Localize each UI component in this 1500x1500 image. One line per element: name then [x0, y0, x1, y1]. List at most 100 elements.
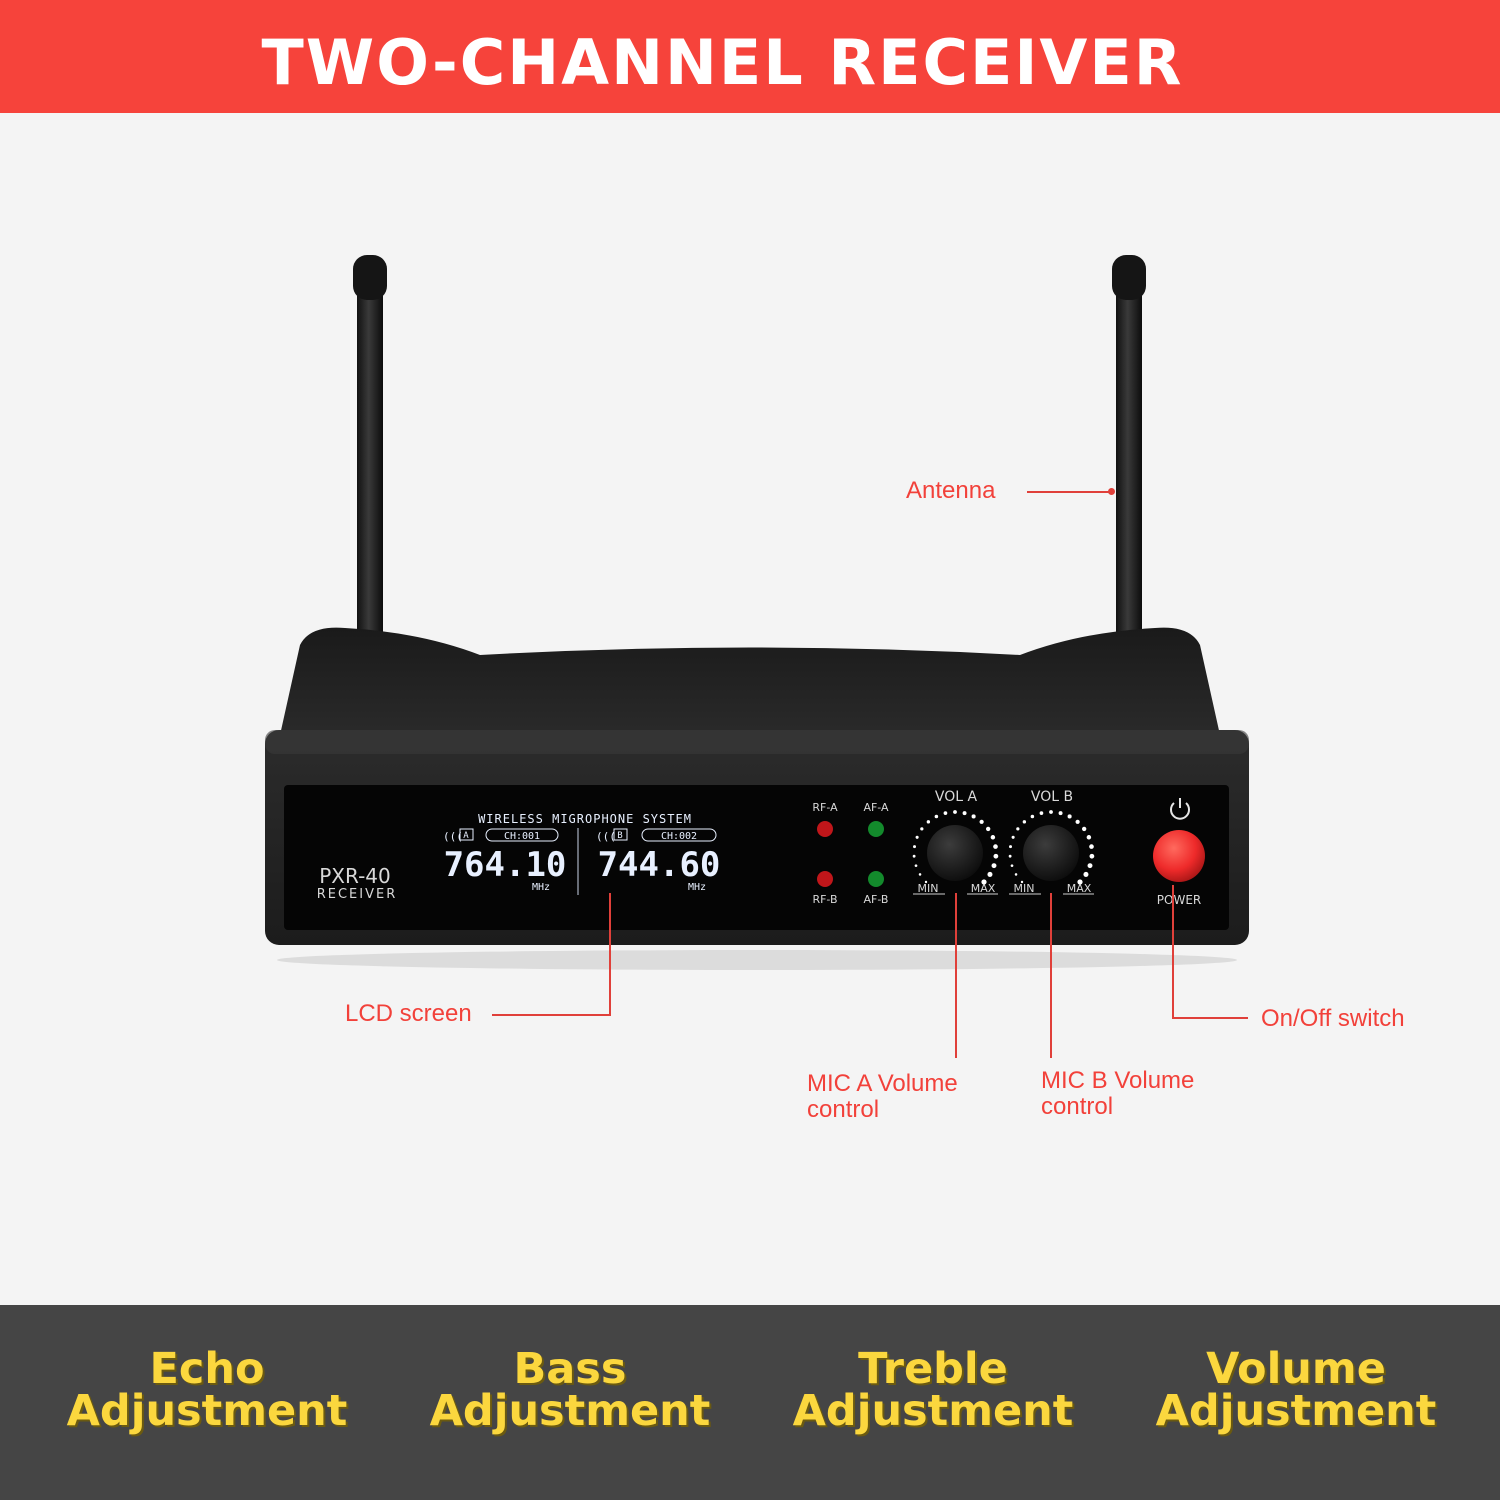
dial-dot [953, 810, 957, 814]
callout-mic-b: MIC B Volume control [1041, 1068, 1194, 1120]
dial-dot [979, 819, 984, 824]
dial-dot [971, 814, 976, 819]
lcd-leader-vertical [609, 893, 611, 1016]
dial-dot [918, 873, 922, 876]
power-icon [1170, 798, 1190, 820]
lcd-unit-a: MHz [532, 882, 550, 893]
dial-dot [987, 871, 993, 877]
model-name: PXR-40 [319, 864, 391, 888]
knob-a-min: MIN [918, 882, 939, 895]
feature-treble-line2: Adjustment [792, 1386, 1074, 1436]
callout-on-off: On/Off switch [1261, 1005, 1405, 1032]
knob-a-dial-dots [912, 810, 999, 885]
dial-dot [981, 879, 987, 885]
knob-b-min: MIN [1014, 882, 1035, 895]
led-label-af-b: AF-B [864, 893, 889, 906]
dial-dot [924, 880, 928, 884]
feature-volume-line1: Volume [1206, 1344, 1386, 1394]
dial-dot [1089, 853, 1095, 859]
feature-treble: Treble Adjustment [753, 1344, 1113, 1436]
lcd-heading: WIRELESS MIGROPHONE SYSTEM [478, 812, 692, 826]
power-leader-vertical [1172, 885, 1174, 1019]
model-type: RECEIVER [317, 887, 398, 902]
callout-mic-a-line2: control [807, 1096, 880, 1123]
dial-dot [993, 844, 998, 849]
feature-bar [0, 1305, 1500, 1500]
dial-dot [915, 835, 919, 839]
dial-dot [920, 827, 924, 831]
dial-dot [1058, 811, 1063, 816]
receiver-top [280, 627, 1220, 735]
lcd-channel-b: CH:002 [661, 831, 697, 842]
page-title: TWO-CHANNEL RECEIVER [261, 26, 1184, 99]
receiver-face-panel [284, 785, 1229, 930]
antenna-left [353, 255, 387, 640]
led-label-rf-a: RF-A [812, 801, 838, 814]
dial-dot [913, 845, 916, 849]
signal-icon-a: ((( [443, 830, 463, 843]
antenna-leader-dot [1108, 488, 1115, 495]
dial-dot [962, 811, 967, 816]
dial-dot [1083, 871, 1089, 877]
led-af-a [868, 821, 884, 837]
callout-lcd-screen: LCD screen [345, 1000, 472, 1027]
dial-dot [1022, 820, 1027, 824]
knob-a-label: VOL A [935, 789, 978, 805]
feature-bass-line2: Adjustment [429, 1386, 711, 1436]
volume-b-knob[interactable] [1023, 825, 1079, 881]
antenna-right [1112, 255, 1146, 640]
led-rf-a [817, 821, 833, 837]
dial-dot [1016, 827, 1020, 831]
power-button[interactable] [1153, 830, 1205, 882]
feature-echo-line1: Echo [149, 1344, 265, 1394]
dial-dot [1030, 814, 1035, 819]
dial-dot [1009, 845, 1012, 849]
dial-dot [1087, 863, 1093, 869]
power-label: POWER [1157, 893, 1201, 907]
dial-dot [1067, 814, 1072, 819]
callout-mic-a: MIC A Volume control [807, 1071, 958, 1123]
dial-dot [1014, 873, 1018, 876]
feature-bass: Bass Adjustment [390, 1344, 750, 1436]
feature-treble-line1: Treble [858, 1344, 1008, 1394]
callout-antenna: Antenna [906, 477, 996, 504]
dial-dot [1011, 835, 1015, 839]
title-banner: TWO-CHANNEL RECEIVER [0, 0, 1500, 113]
dial-dot [943, 811, 948, 815]
feature-volume: Volume Adjustment [1116, 1344, 1476, 1436]
dial-dot [1010, 864, 1014, 868]
dial-dot [1039, 811, 1044, 815]
lcd-screen: WIRELESS MIGROPHONE SYSTEM ((( A CH:001 … [443, 812, 720, 895]
dial-dot [985, 826, 991, 832]
feature-echo-line2: Adjustment [66, 1386, 348, 1436]
feature-echo: Echo Adjustment [27, 1344, 387, 1436]
dial-dot [912, 854, 916, 858]
knob-a-max: MAX [971, 882, 996, 895]
knob-b-dial-dots [1008, 810, 1095, 885]
lcd-badge-a: A [463, 831, 469, 841]
led-label-af-a: AF-A [863, 801, 889, 814]
dial-dot [1077, 879, 1083, 885]
led-label-rf-b: RF-B [812, 893, 837, 906]
led-rf-b [817, 871, 833, 887]
feature-bass-line1: Bass [513, 1344, 627, 1394]
dial-dot [1089, 844, 1094, 849]
callout-mic-b-line2: control [1041, 1093, 1114, 1120]
knob-b-label: VOL B [1031, 789, 1073, 805]
knob-b-max: MAX [1067, 882, 1092, 895]
dial-dot [1086, 835, 1092, 840]
dial-dot [991, 863, 997, 869]
receiver-illustration: PXR-40 RECEIVER WIRELESS MIGROPHONE SYST… [265, 255, 1249, 970]
volume-a-knob[interactable] [927, 825, 983, 881]
callout-mic-b-line1: MIC B Volume [1041, 1067, 1195, 1094]
lcd-frequency-b: 744.60 [598, 845, 721, 885]
feature-volume-line2: Adjustment [1155, 1386, 1437, 1436]
led-af-b [868, 871, 884, 887]
dial-dot [934, 814, 939, 819]
dial-dot [1075, 819, 1080, 824]
antenna-leader-line [1027, 491, 1111, 493]
lcd-channel-a: CH:001 [504, 831, 540, 842]
signal-icon-b: ((( [596, 830, 616, 843]
dial-dot [1081, 826, 1087, 832]
dial-dot [1020, 880, 1024, 884]
